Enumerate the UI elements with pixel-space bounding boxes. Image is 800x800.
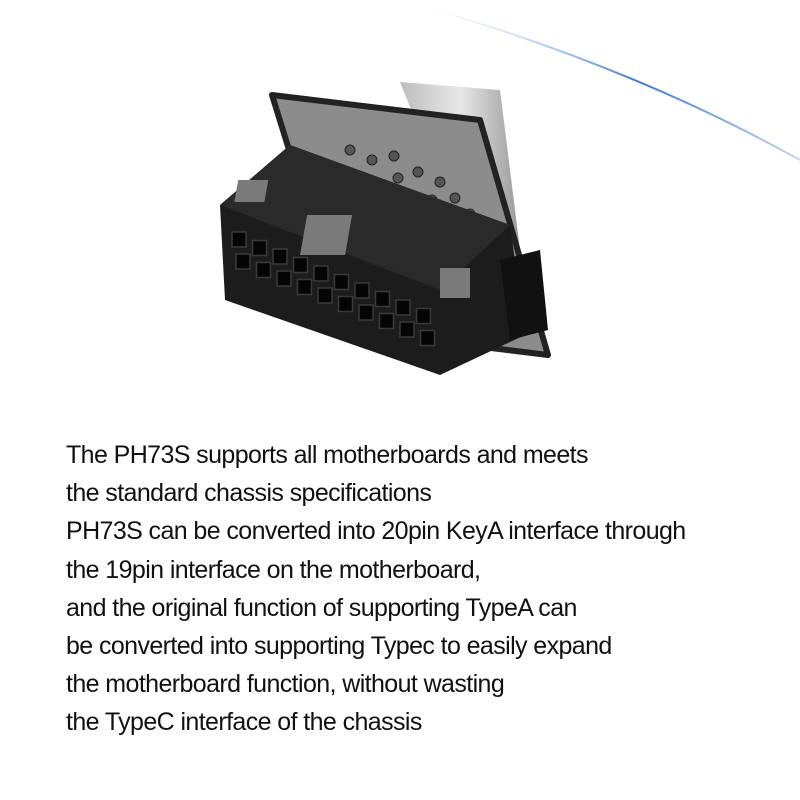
description-line: and the original function of supporting … — [66, 593, 577, 622]
pin-holes — [231, 231, 436, 347]
product-description: The PH73S supports all motherboards and … — [66, 436, 796, 742]
pin-hole — [317, 287, 333, 304]
description-line: the motherboard function, without wastin… — [66, 670, 505, 699]
pin-hole — [378, 312, 395, 330]
product-image-connector — [220, 0, 800, 375]
description-line: the TypeC interface of the chassis — [66, 708, 422, 737]
pin-hole — [272, 248, 288, 265]
pin-hole — [231, 231, 247, 248]
pin-hole — [358, 304, 374, 321]
latch — [500, 250, 548, 340]
pin-hole — [415, 307, 432, 325]
pin-hole — [313, 265, 329, 282]
description-line: be converted into supporting Typec to ea… — [66, 632, 612, 661]
pin-hole — [255, 261, 272, 279]
pin-hole — [399, 321, 415, 338]
pin-hole — [296, 278, 313, 296]
pin-hole — [333, 273, 350, 291]
pin-hole — [354, 282, 370, 299]
decorative-blue-line — [399, 0, 800, 161]
pin-hole — [276, 270, 292, 287]
description-line: The PH73S supports all motherboards and … — [66, 441, 589, 469]
description-line: PH73S can be converted into 20pin KeyA i… — [66, 517, 686, 546]
pin-hole — [292, 256, 309, 274]
description-line: the standard chassis specifications — [66, 479, 432, 508]
pin-hole — [419, 329, 436, 347]
description-line: the 19pin interface on the motherboard, — [66, 555, 481, 584]
pin-hole — [251, 239, 268, 257]
pin-hole — [374, 290, 391, 308]
pin-hole — [235, 253, 251, 270]
pin-hole — [395, 299, 411, 316]
pin-hole — [337, 295, 354, 313]
